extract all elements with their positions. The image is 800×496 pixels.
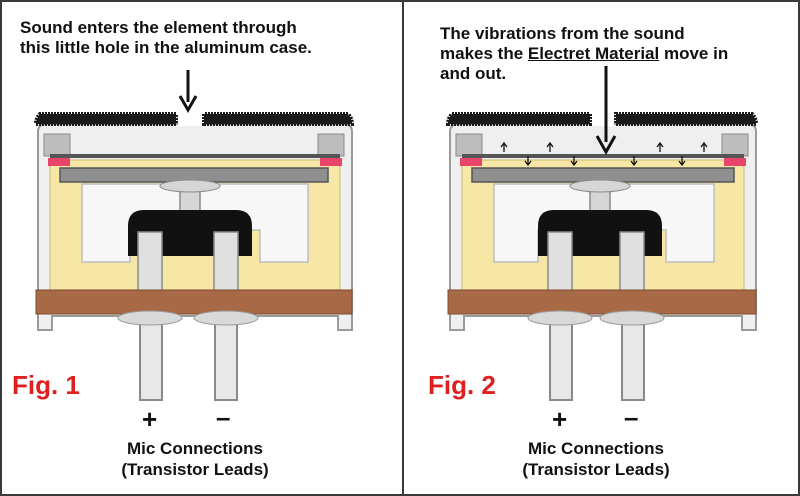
fig1-gate-cap xyxy=(159,179,221,193)
fig1-solder-right xyxy=(193,310,259,326)
fig1-conn-line1: Mic Connections xyxy=(126,439,263,458)
fig2-connections-label: Mic Connections (Transistor Leads) xyxy=(396,438,796,480)
fig2-label: Fig. 2 xyxy=(428,370,496,400)
fig1-caption-line2: this little hole in the aluminum case. xyxy=(20,38,312,57)
fig2-solder-right xyxy=(599,310,665,326)
fig2-gate-cap xyxy=(569,179,631,193)
fig2-minus-sign: – xyxy=(624,402,639,432)
fig2-pad-right xyxy=(724,158,746,166)
fig1-electret-material xyxy=(50,154,340,158)
fig2-caption: The vibrations from the sound makes the … xyxy=(440,24,728,84)
fig1-minus-sign: – xyxy=(216,402,231,432)
fig2-felt-cover xyxy=(445,112,759,126)
fig2-caption-line2-pre: makes the xyxy=(440,44,528,63)
vib-arrow-up-head xyxy=(700,141,708,148)
fig1-plus-sign: + xyxy=(142,404,158,434)
fig2-illustration xyxy=(445,66,759,401)
fig1-felt-cover xyxy=(33,112,355,126)
vib-arrow-up-head xyxy=(656,141,664,148)
fig2-conn-line1: Mic Connections xyxy=(527,439,664,458)
fig1-pad-right xyxy=(320,158,342,166)
vib-arrow-down-head xyxy=(630,160,638,167)
fig2-pointer-head xyxy=(595,135,617,156)
vib-arrow-up-head xyxy=(546,141,554,148)
fig1-circuit-board xyxy=(35,289,353,315)
fig2-caption-line2-post: move in xyxy=(659,44,729,63)
fig2-caption-line2: makes the Electret Material move in xyxy=(440,44,728,64)
fig2-conn-line2: (Transistor Leads) xyxy=(522,460,670,479)
fig1-pad-left xyxy=(48,158,70,166)
fig2-panel: The vibrations from the sound makes the … xyxy=(404,0,800,496)
fig1-caption-line1: Sound enters the element through xyxy=(20,18,297,37)
fig1-support-right xyxy=(317,133,345,157)
vib-arrow-down-head xyxy=(570,160,578,167)
fig1-support-left xyxy=(43,133,71,157)
fig1-solder-left xyxy=(117,310,183,326)
fig2-electret-material xyxy=(462,154,744,158)
fig1-panel: Sound enters the element through this li… xyxy=(0,18,395,480)
electret-material-term: Electret Material xyxy=(527,44,660,63)
fig2-circuit-board xyxy=(447,289,757,315)
fig1-caption: Sound enters the element through this li… xyxy=(20,18,312,58)
fig1-connections-label: Mic Connections (Transistor Leads) xyxy=(0,438,395,480)
fig1-label: Fig. 1 xyxy=(12,370,80,400)
vib-arrow-down-head xyxy=(524,160,532,167)
vib-arrow-down-head xyxy=(678,160,686,167)
fig1-illustration xyxy=(33,70,355,401)
fig2-support-left xyxy=(455,133,483,157)
fig2-support-right xyxy=(721,133,749,157)
fig2-pad-left xyxy=(460,158,482,166)
fig1-sound-hole xyxy=(178,116,202,126)
fig2-caption-line1: The vibrations from the sound xyxy=(440,24,685,43)
fig2-caption-line3: and out. xyxy=(440,64,507,83)
panel-divider xyxy=(402,0,404,496)
fig2-solder-left xyxy=(527,310,593,326)
fig2-vibration-arrows xyxy=(500,141,708,167)
fig1-conn-line2: (Transistor Leads) xyxy=(121,460,269,479)
fig2-sound-hole xyxy=(592,116,614,126)
vib-arrow-up-head xyxy=(500,141,508,148)
fig2-plus-sign: + xyxy=(552,404,568,434)
fig1-pointer-head xyxy=(178,95,198,114)
